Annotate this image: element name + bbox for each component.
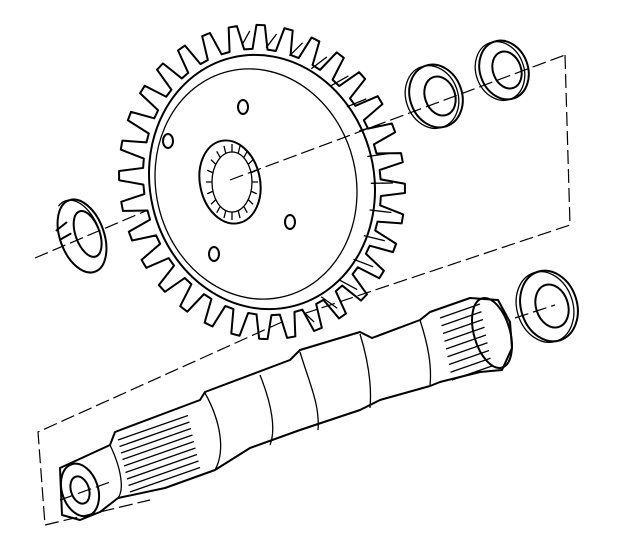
gear-axis-left [34, 209, 149, 259]
shaft-spline-line [450, 357, 491, 373]
gear-hole-right [284, 214, 296, 230]
shaft-shoulder-2 [359, 333, 372, 409]
shaft-left-bore [69, 475, 91, 505]
shaft-collar [109, 444, 122, 499]
shaft-spline-line [123, 440, 195, 467]
gear-hole-bottom [208, 246, 220, 262]
gear-tooth-face [320, 296, 338, 309]
shaft-body-outline [59, 297, 513, 521]
shaft-spline-line [120, 427, 192, 454]
shaft-spline-line [119, 421, 190, 448]
shaft-axis-left [59, 481, 111, 501]
gear-tooth-face [369, 209, 392, 214]
shaft-spline-right [439, 303, 493, 381]
snap-ring-icon [55, 198, 108, 274]
gear-rim [148, 53, 376, 311]
shaft-spline-line [122, 434, 193, 461]
shim-washer-icon [474, 39, 530, 102]
gear-tooth-face [310, 56, 328, 70]
shaft-spline-line [442, 318, 484, 335]
shaft-groove [259, 374, 274, 446]
shaft-washer-icon [515, 269, 579, 343]
gear-tooth-face [363, 235, 385, 242]
gear-tooth-face [346, 98, 367, 108]
shaft-spline-line [129, 466, 201, 493]
gear-tooth-face [265, 33, 278, 49]
gear-hole-left [162, 133, 174, 149]
shaft-shoulder-4 [204, 392, 222, 471]
thrust-washer-icon [404, 63, 464, 130]
shaft-shoulder-1 [299, 351, 319, 431]
shaft-spline-line [126, 453, 198, 480]
shaft-spline-line [439, 303, 481, 319]
shaft-spline-line [117, 414, 189, 441]
gear-tooth-face [300, 308, 315, 323]
splined-shaft-icon [59, 297, 513, 521]
gear-tooth-face [241, 30, 251, 46]
gear-axis-right [229, 54, 566, 181]
shaft-spline-left [117, 414, 201, 493]
spur-gear-icon [118, 23, 406, 341]
shaft-left-end [59, 462, 101, 518]
shaft-spline-line [128, 460, 199, 487]
shaft-right-end [471, 297, 513, 369]
shaft-spline-line [441, 311, 482, 327]
gear-spline-root [211, 151, 253, 213]
shaft-spline-line [448, 349, 490, 366]
gear-face [154, 68, 358, 300]
shaft-shoulder-3 [419, 319, 432, 387]
gear-tooth-face [338, 279, 358, 291]
shaft-spline-line [451, 365, 493, 381]
gear-tooth-face [330, 75, 349, 87]
gear-internal-spline [206, 144, 258, 220]
gear-tooth-face [289, 42, 304, 57]
gear-bore [198, 139, 262, 225]
gear-spline-teeth [206, 144, 258, 220]
shaft-spline-line [447, 342, 488, 358]
shaft-spline-line [445, 334, 487, 350]
gear-tooth-face [367, 152, 390, 158]
shaft-spline-line [125, 447, 196, 474]
shaft-axis-right [514, 304, 556, 319]
gear-tooth-faces [241, 30, 393, 323]
gear-tooth-face [353, 258, 374, 268]
lower-frame-line [37, 321, 283, 526]
shaft-spline-line [444, 326, 485, 342]
gear-tooth-face [359, 124, 381, 132]
gear-hole-top [237, 99, 249, 115]
assembly-guide-lines [34, 54, 571, 526]
gear-teeth-outline [118, 23, 406, 341]
